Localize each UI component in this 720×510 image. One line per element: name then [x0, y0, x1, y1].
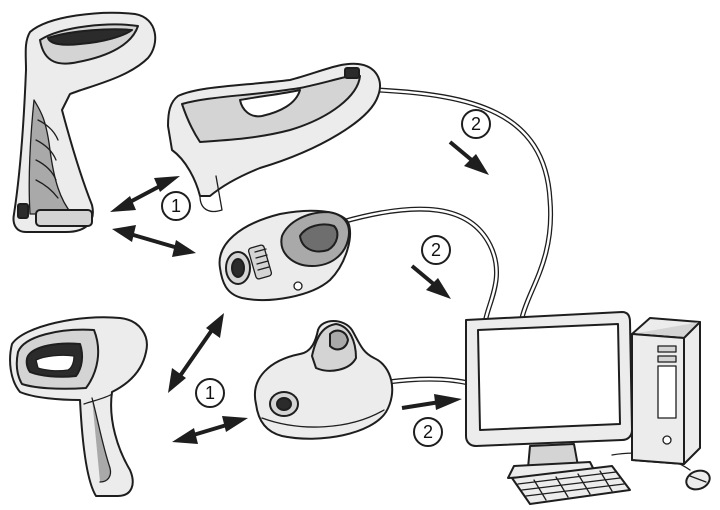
charge-cradle-icon [167, 62, 381, 213]
double-arrow-scanner-cradle [110, 176, 180, 212]
double-arrow-lowerscanner-charger [168, 313, 224, 393]
step-badge-2-base-label: 2 [423, 422, 433, 442]
arrows [110, 140, 489, 444]
step-badge-1-bottom-label: 1 [205, 383, 215, 403]
arrow-charger-to-pc [410, 264, 451, 299]
step-badge-1-top-label: 1 [171, 196, 181, 216]
mouse-icon [685, 469, 711, 491]
step-badge-2-charger: 2 [421, 235, 451, 265]
arrow-cradle-to-pc [448, 140, 489, 175]
presentation-scanner-icon [9, 316, 148, 497]
step-badge-2-cradle: 2 [461, 109, 491, 139]
arrow-base-to-pc [401, 394, 462, 410]
step-badge-1-top: 1 [161, 191, 191, 221]
keyboard-icon [511, 465, 631, 505]
double-arrow-scanner-charger [112, 225, 196, 257]
step-badge-2-charger-label: 2 [431, 240, 441, 260]
computer-monitor-icon [465, 311, 633, 479]
presentation-base-icon [253, 320, 394, 440]
step-badge-1-bottom: 1 [195, 378, 225, 408]
double-arrow-lowerscanner-base [172, 416, 248, 444]
pc-tower-icon [631, 317, 701, 465]
scanner-handheld-icon [12, 11, 157, 233]
step-badge-2-base: 2 [413, 417, 443, 447]
charger-base-icon [218, 209, 351, 301]
step-badge-2-cradle-label: 2 [471, 114, 481, 134]
cables [339, 87, 691, 471]
